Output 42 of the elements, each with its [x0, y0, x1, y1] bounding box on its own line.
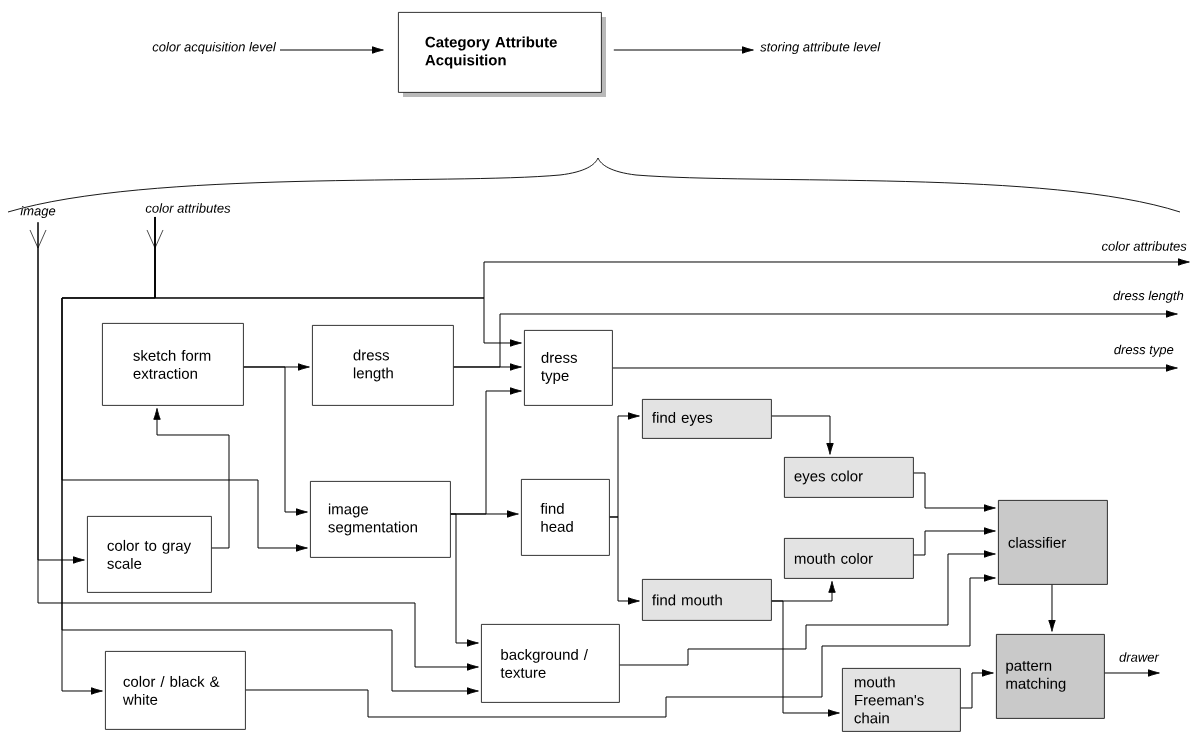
- arrow: [1048, 584, 1056, 632]
- arrow: [960, 669, 994, 709]
- edge-label: dress type: [1114, 344, 1174, 357]
- edge-label: drawer: [1119, 652, 1160, 662]
- process-box: find mouth: [642, 579, 772, 621]
- arrow: [619, 550, 996, 666]
- process-box: classifier: [998, 500, 1108, 585]
- arrow: [453, 310, 1178, 368]
- process-box: find head: [521, 479, 610, 556]
- arrow: [243, 366, 308, 516]
- process-box: mouth color: [784, 538, 914, 579]
- arrow: [609, 516, 640, 605]
- process-box: image segmentation: [310, 481, 451, 558]
- input-label: color attributes: [145, 203, 231, 213]
- process-box: sketch form extraction: [102, 323, 244, 406]
- input-label: image: [20, 205, 56, 219]
- arrow: [245, 574, 996, 718]
- arrow: [279, 46, 384, 54]
- process-box: color / black & white: [105, 651, 246, 730]
- arrow: [61, 216, 156, 695]
- process-box: find eyes: [642, 399, 772, 439]
- title-box: Category Attribute Acquisition: [398, 12, 606, 97]
- process-box: dress type: [524, 330, 613, 406]
- arrow: [450, 513, 479, 647]
- arrow: [771, 415, 834, 455]
- edge-label: color attributes: [1101, 241, 1187, 251]
- process-box: background / texture: [481, 624, 620, 703]
- arrow: [613, 46, 754, 54]
- arrow: [612, 364, 1178, 372]
- arrow: [153, 407, 230, 549]
- process-box: mouth Freeman's chain: [842, 668, 961, 732]
- edge-label: dress length: [1113, 290, 1184, 303]
- process-box: eyes color: [784, 457, 914, 498]
- level-label: storing attribute level: [760, 41, 881, 55]
- arrow: [913, 472, 996, 512]
- arrow: [1104, 669, 1160, 677]
- process-box: pattern matching: [996, 634, 1105, 719]
- process-box: dress length: [312, 325, 454, 406]
- arrow: [771, 600, 840, 717]
- process-box: color to gray scale: [87, 516, 212, 593]
- level-label: color acquisition level: [152, 41, 277, 55]
- arrow: [913, 527, 996, 556]
